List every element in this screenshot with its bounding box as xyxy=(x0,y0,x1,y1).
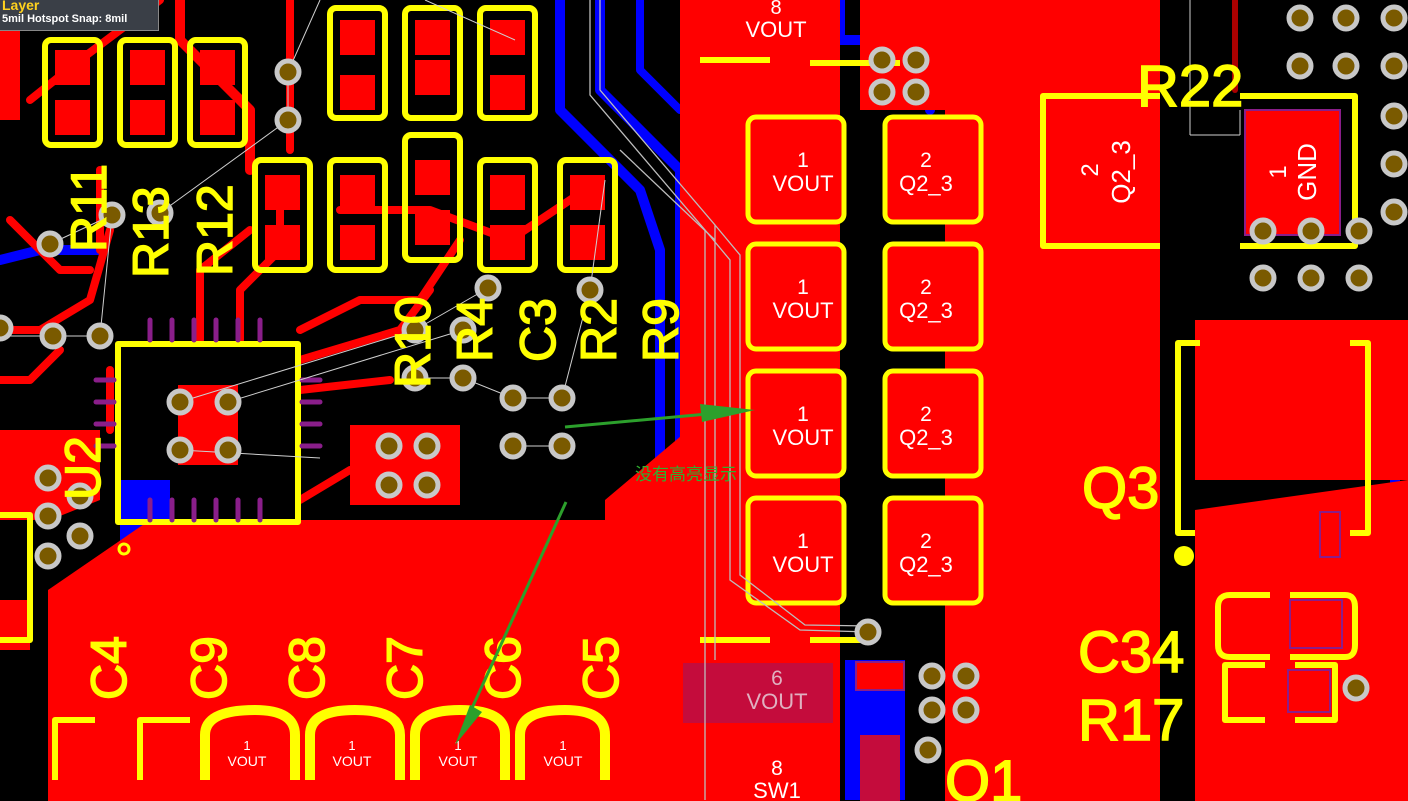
designator-labels: R11 R13 R12 R10 R4 C3 R2 R9 U2 C4 C9 C8 … xyxy=(54,53,1244,801)
designator-r4: R4 xyxy=(447,298,503,362)
pad-net: Q2_3 xyxy=(899,298,953,323)
designator-c6: C6 xyxy=(475,636,531,700)
pad-num: 1 xyxy=(797,530,809,553)
c34-pad xyxy=(1289,599,1343,649)
pad-net: VOUT xyxy=(544,753,583,769)
ic-pin1-marker xyxy=(117,542,131,556)
pad-top-num: 8 xyxy=(770,0,781,19)
pad-net: VOUT xyxy=(333,753,372,769)
pad-net: GND xyxy=(1292,143,1322,201)
ic-pins xyxy=(93,317,323,523)
pad-net: VOUT xyxy=(746,689,807,714)
pin1-marker xyxy=(1174,546,1194,566)
designator-u2: U2 xyxy=(55,436,111,500)
pad-num: 1 xyxy=(454,738,461,753)
designator-q1: Q1 xyxy=(945,749,1022,801)
annotation-arrows xyxy=(455,404,755,745)
pad-net: SW1 xyxy=(753,778,801,801)
smd-pads-upper-left xyxy=(55,20,605,260)
r22-pad-2 xyxy=(1060,105,1150,235)
q3-pad xyxy=(1319,511,1341,558)
vias xyxy=(0,4,1408,764)
pad-8-sw1 xyxy=(683,740,833,801)
mosfet-pads xyxy=(745,114,984,606)
pad-num: 1 xyxy=(797,149,809,172)
designator-c8: C8 xyxy=(279,636,335,700)
r17-pad xyxy=(1287,669,1331,713)
pad-num: 2 xyxy=(1077,163,1104,176)
designator-r11: R11 xyxy=(61,164,117,252)
pad-num: 8 xyxy=(771,757,783,780)
designator-c3: C3 xyxy=(510,298,566,362)
pad-num: 1 xyxy=(559,738,566,753)
pad-top-net: VOUT xyxy=(745,17,806,42)
pad-num: 2 xyxy=(920,530,932,553)
pad-net: VOUT xyxy=(772,552,833,577)
annotation-arrowhead-right xyxy=(700,404,755,422)
designator-r13: R13 xyxy=(123,186,179,278)
pad-net: VOUT xyxy=(772,171,833,196)
pad-net: VOUT xyxy=(439,753,478,769)
designator-r10: R10 xyxy=(385,296,441,388)
designator-r9: R9 xyxy=(633,298,689,362)
designator-c5: C5 xyxy=(573,636,629,700)
designator-c9: C9 xyxy=(181,636,237,700)
pad-net: Q2_3 xyxy=(899,552,953,577)
hud-overlay: Layer 5mil Hotspot Snap: 8mil xyxy=(0,0,159,31)
pad-num: 2 xyxy=(920,149,932,172)
designator-c7: C7 xyxy=(377,636,433,700)
pad-6-vout xyxy=(683,663,833,723)
annotation-arrow-to-cap xyxy=(460,501,568,731)
r22-pad-1 xyxy=(1244,109,1341,236)
pad-num: 1 xyxy=(797,276,809,299)
designator-q3: Q3 xyxy=(1082,456,1159,521)
pad-num: 6 xyxy=(771,667,783,690)
pad-net: Q2_3 xyxy=(1106,140,1136,204)
pad-net: Q2_3 xyxy=(899,425,953,450)
q1-small-pad xyxy=(855,661,905,691)
pad-num: 1 xyxy=(348,738,355,753)
net-highlight-outline xyxy=(589,0,871,800)
hud-layer-label: Layer xyxy=(2,0,40,13)
pad-num: 2 xyxy=(920,276,932,299)
pad-net: VOUT xyxy=(772,425,833,450)
pad-net: Q2_3 xyxy=(899,171,953,196)
pad-net: VOUT xyxy=(228,753,267,769)
q1-side-pad xyxy=(860,735,900,801)
ratsnest-lines xyxy=(0,0,1241,459)
designator-r17: R17 xyxy=(1078,688,1184,753)
pad-num: 1 xyxy=(797,403,809,426)
hud-snap-info: 5mil Hotspot Snap: 8mil xyxy=(2,13,128,25)
pad-num: 2 xyxy=(920,403,932,426)
annotation-arrowhead-down xyxy=(455,705,482,745)
designator-c34: C34 xyxy=(1078,620,1184,685)
designator-r12: R12 xyxy=(187,184,243,276)
pad-net: VOUT xyxy=(772,298,833,323)
designator-r22: R22 xyxy=(1137,54,1243,119)
annotation-note: 没有高亮显示 xyxy=(635,465,737,485)
designator-c4: C4 xyxy=(81,636,137,700)
pad-net-labels: 8 VOUT 1 VOUT 1 VOUT 1 VOUT 1 VOUT 2 Q2_… xyxy=(228,0,1322,801)
pad-num: 1 xyxy=(243,738,250,753)
pad-num: 1 xyxy=(1265,165,1292,178)
designator-r2: R2 xyxy=(571,298,627,362)
